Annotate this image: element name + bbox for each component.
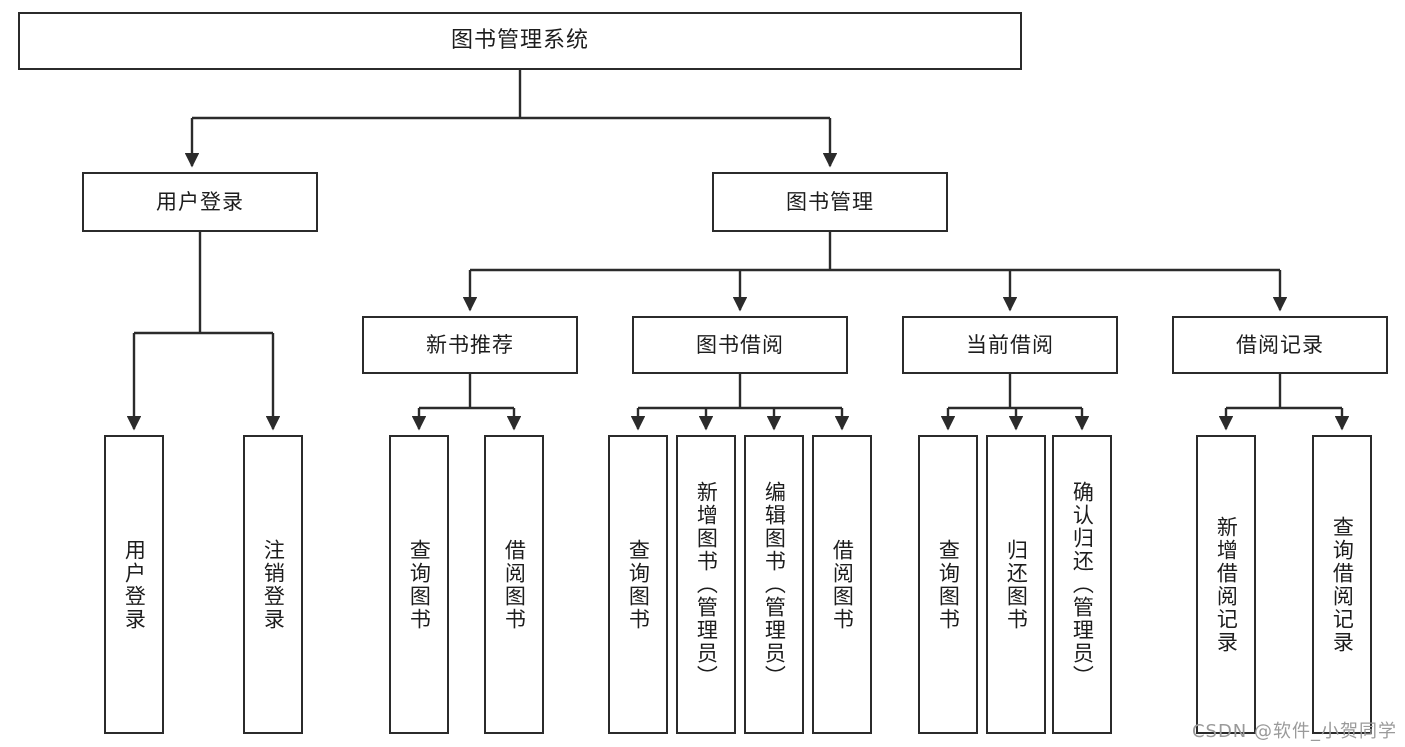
node-borrow-record-label: 借阅记录: [1236, 332, 1324, 357]
leaf-query-book-rec[interactable]: 查询图书: [389, 435, 449, 734]
leaf-add-book-admin[interactable]: 新增图书（管理员）: [676, 435, 736, 734]
leaf-edit-book-admin-label: 编辑图书（管理员）: [762, 481, 787, 688]
leaf-return-book[interactable]: 归还图书: [986, 435, 1046, 734]
leaf-confirm-return-admin-label: 确认归还（管理员）: [1070, 481, 1095, 688]
node-book-management[interactable]: 图书管理: [712, 172, 948, 232]
leaf-user-login[interactable]: 用户登录: [104, 435, 164, 734]
leaf-borrow-book-rec[interactable]: 借阅图书: [484, 435, 544, 734]
leaf-borrow-book-label: 借阅图书: [830, 538, 855, 631]
leaf-return-book-label: 归还图书: [1004, 538, 1029, 631]
leaf-add-book-admin-label: 新增图书（管理员）: [694, 481, 719, 688]
node-book-borrow[interactable]: 图书借阅: [632, 316, 848, 374]
leaf-query-book-rec-label: 查询图书: [407, 538, 432, 631]
node-new-book-recommend-label: 新书推荐: [426, 332, 514, 357]
node-book-borrow-label: 图书借阅: [696, 332, 784, 357]
leaf-edit-book-admin[interactable]: 编辑图书（管理员）: [744, 435, 804, 734]
node-borrow-record[interactable]: 借阅记录: [1172, 316, 1388, 374]
node-root-label: 图书管理系统: [450, 28, 589, 54]
node-book-management-label: 图书管理: [786, 189, 874, 214]
leaf-logout-label: 注销登录: [261, 538, 286, 631]
node-current-borrow-label: 当前借阅: [966, 332, 1054, 357]
leaf-user-login-label: 用户登录: [122, 538, 147, 631]
leaf-add-borrow-record[interactable]: 新增借阅记录: [1196, 435, 1256, 734]
node-new-book-recommend[interactable]: 新书推荐: [362, 316, 578, 374]
node-user-login[interactable]: 用户登录: [82, 172, 318, 232]
node-user-login-label: 用户登录: [156, 189, 244, 214]
leaf-borrow-book-rec-label: 借阅图书: [502, 538, 527, 631]
leaf-confirm-return-admin[interactable]: 确认归还（管理员）: [1052, 435, 1112, 734]
leaf-add-borrow-record-label: 新增借阅记录: [1214, 515, 1239, 654]
leaf-query-book-current[interactable]: 查询图书: [918, 435, 978, 734]
leaf-query-book-borrow[interactable]: 查询图书: [608, 435, 668, 734]
leaf-query-borrow-record[interactable]: 查询借阅记录: [1312, 435, 1372, 734]
leaf-logout[interactable]: 注销登录: [243, 435, 303, 734]
leaf-query-borrow-record-label: 查询借阅记录: [1330, 515, 1355, 654]
node-current-borrow[interactable]: 当前借阅: [902, 316, 1118, 374]
leaf-query-book-current-label: 查询图书: [936, 538, 961, 631]
leaf-borrow-book[interactable]: 借阅图书: [812, 435, 872, 734]
leaf-query-book-borrow-label: 查询图书: [626, 538, 651, 631]
node-root[interactable]: 图书管理系统: [18, 12, 1022, 70]
